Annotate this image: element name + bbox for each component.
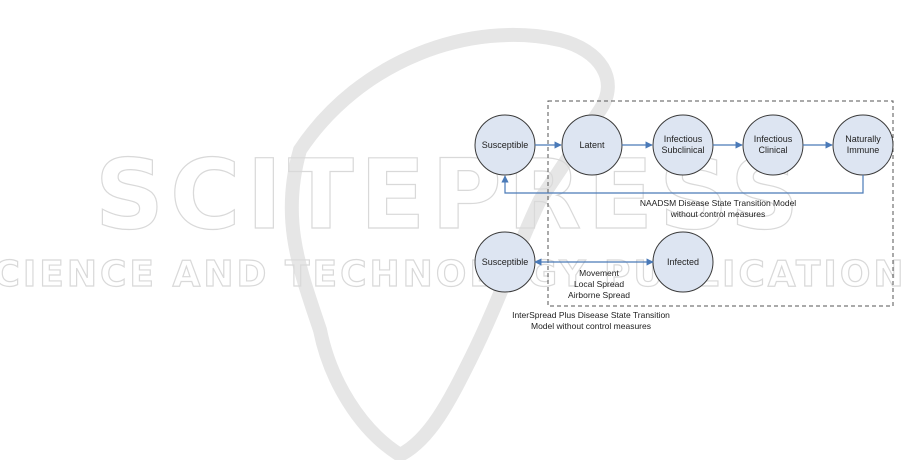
node-label: Immune [847,145,880,155]
interspread-caption-line-2: Model without control measures [531,321,651,331]
naadsm-node-infectious-clinical: Infectious Clinical [742,114,804,176]
node-label: Naturally [845,134,881,144]
edge-label-movement: Movement [579,268,619,278]
node-label: Latent [579,140,605,150]
naadsm-boundary [547,100,894,307]
node-label: Susceptible [482,140,529,150]
naadsm-caption-line-1: NAADSM Disease State Transition Model [640,198,796,208]
node-label: Infectious [664,134,703,144]
naadsm-node-infectious-subclinical: Infectious Subclinical [652,114,714,176]
naadsm-node-naturally-immune: Naturally Immune [832,114,894,176]
node-label: Infected [667,257,699,267]
watermark: SCITEPRESS SCIENCE AND TECHNOLOGY PUBLIC… [0,27,901,460]
node-label: Subclinical [661,145,704,155]
naadsm-node-susceptible: Susceptible [474,114,536,176]
arrow-immune-to-susceptible [501,175,864,194]
edge-label-local-spread: Local Spread [574,279,624,289]
node-label: Infectious [754,134,793,144]
interspread-node-infected: Infected [652,231,714,293]
node-label: Susceptible [482,257,529,267]
edge-label-airborne-spread: Airborne Spread [568,290,630,300]
watermark-line-2: SCIENCE AND TECHNOLOGY PUBLICATIONS [0,254,901,295]
naadsm-node-latent: Latent [561,114,623,176]
node-label: Clinical [758,145,787,155]
naadsm-caption-line-2: without control measures [670,209,766,219]
interspread-caption-line-1: InterSpread Plus Disease State Transitio… [512,310,670,320]
watermark-shape [284,27,615,460]
interspread-node-susceptible: Susceptible [474,231,536,293]
